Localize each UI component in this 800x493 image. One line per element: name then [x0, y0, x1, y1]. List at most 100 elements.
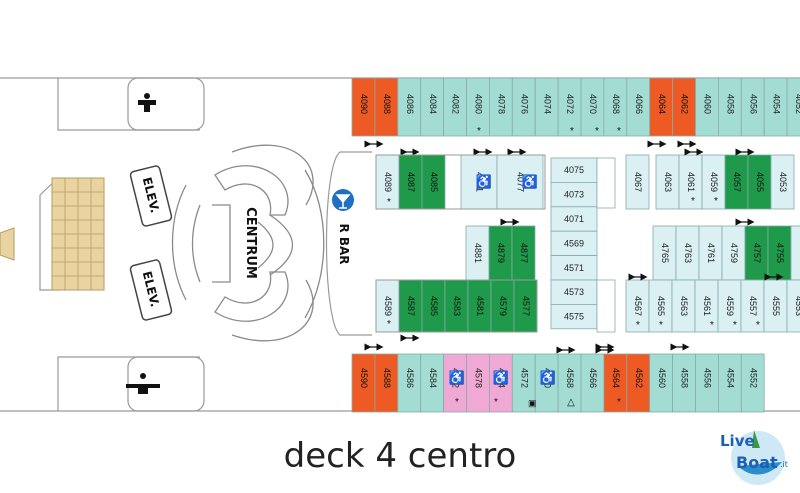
cabin-number: 4575 — [564, 312, 584, 322]
cabin-number: 4563 — [679, 296, 689, 316]
cabin-4067[interactable] — [625, 154, 650, 210]
cabin-4753[interactable] — [790, 225, 800, 281]
block-outline — [375, 154, 546, 210]
cabin-number: 4565 — [656, 296, 666, 316]
triangle-mark: △ — [567, 397, 575, 408]
cabin-4053[interactable] — [770, 154, 795, 210]
cabin-number: 4566 — [588, 368, 598, 388]
service-room — [596, 157, 616, 209]
cabin-number: 4561 — [702, 296, 712, 316]
cabin-number: 4554 — [725, 368, 735, 388]
cabin-number: 4089 — [383, 172, 393, 192]
asterisk-mark: * — [691, 196, 695, 207]
cabin-number: 4071 — [564, 214, 584, 224]
cabin-number: 4881 — [473, 243, 483, 263]
cabin-number: 4590 — [359, 368, 369, 388]
cabin-number: 4568 — [565, 368, 575, 388]
cabin-number: 4765 — [660, 243, 670, 263]
cabin-4575[interactable] — [550, 303, 598, 330]
liveboat-logo: Live Boat .it — [720, 430, 788, 485]
block-outline — [375, 279, 538, 333]
bar-label: R BAR — [337, 223, 351, 264]
cabin-number: 4877 — [519, 243, 529, 263]
wheelchair-icon: ♿ — [522, 174, 538, 189]
asterisk-mark: * — [710, 320, 714, 331]
box-mark: ▣ — [528, 398, 537, 408]
asterisk-mark: * — [659, 320, 663, 331]
r-bar: R BAR — [325, 151, 372, 336]
cabin-number: 4062 — [680, 94, 690, 114]
cabin-number: 4586 — [405, 368, 415, 388]
cabin-number: 4553 — [794, 296, 800, 316]
cabin-4552[interactable] — [740, 353, 765, 413]
cabin-number: 4584 — [428, 368, 438, 388]
cabin-number: 4057 — [732, 172, 742, 192]
cabin-number: 4559 — [725, 296, 735, 316]
cabin-number: 4562 — [634, 368, 644, 388]
cabin-number: 4577 — [521, 296, 531, 316]
cabin-number: 4571 — [564, 263, 584, 273]
asterisk-mark: * — [477, 126, 481, 137]
cabin-number: 4761 — [706, 243, 716, 263]
asterisk-mark: * — [595, 126, 599, 137]
asterisk-mark: * — [636, 320, 640, 331]
asterisk-mark: * — [617, 126, 621, 137]
cabin-4071[interactable] — [550, 206, 598, 232]
cabin-4052[interactable] — [786, 77, 800, 137]
asterisk-mark: * — [387, 197, 391, 208]
asterisk-mark: * — [570, 126, 574, 137]
cabin-number: 4572 — [519, 368, 529, 388]
cabin-number: 4063 — [663, 172, 673, 192]
cabin-number: 4556 — [703, 368, 713, 388]
cabin-number: 4082 — [451, 94, 461, 114]
cabin-number: 4087 — [406, 172, 416, 192]
cabin-number: 4570 — [542, 368, 552, 388]
cabin-4553[interactable] — [786, 279, 800, 333]
asterisk-mark: * — [387, 319, 391, 330]
cabin-number: 4061 — [686, 172, 696, 192]
wheelchair-icon: ♿ — [449, 370, 465, 385]
wheelchair-icon: ♿ — [476, 174, 492, 189]
cabin-number: 4552 — [748, 368, 758, 388]
cabin-4573[interactable] — [550, 279, 598, 305]
asterisk-mark: * — [714, 196, 718, 207]
elevator-upper: ELEV. — [129, 165, 173, 227]
cabin-number: 4759 — [729, 243, 739, 263]
cabin-number: 4052 — [794, 94, 800, 114]
cabin-number: 4086 — [405, 94, 415, 114]
centrum-label: CENTRUM — [243, 207, 258, 279]
cabin-number: 4587 — [406, 296, 416, 316]
elevator-lower: ELEV. — [129, 259, 173, 321]
cabin-number: 4085 — [429, 172, 439, 192]
cabin-number: 4080 — [474, 94, 484, 114]
cabin-number: 4068 — [611, 94, 621, 114]
cabin-number: 4757 — [752, 243, 762, 263]
cabin-number: 4073 — [564, 190, 584, 200]
cabin-number: 4558 — [680, 368, 690, 388]
svg-text:Live: Live — [720, 432, 755, 450]
cabin-number: 4076 — [519, 94, 529, 114]
asterisk-mark: * — [455, 397, 459, 408]
woman-restroom-icon — [126, 373, 160, 394]
cabin-number: 4058 — [725, 94, 735, 114]
wheelchair-icon: ♿ — [540, 370, 556, 385]
asterisk-mark: * — [756, 320, 760, 331]
cabin-4569[interactable] — [550, 230, 598, 256]
cabin-number: 4569 — [564, 238, 584, 248]
svg-text:Boat: Boat — [736, 453, 778, 472]
cabin-number: 4084 — [428, 94, 438, 114]
cabin-number: 4056 — [748, 94, 758, 114]
cabin-number: 4573 — [564, 287, 584, 297]
cabin-number: 4053 — [778, 172, 788, 192]
cabin-number: 4581 — [475, 296, 485, 316]
wheelchair-icon: ♿ — [493, 370, 509, 385]
cabin-number: 4589 — [383, 296, 393, 316]
cabin-number: 4753 — [798, 243, 800, 263]
cabin-number: 4560 — [657, 368, 667, 388]
cabin-number: 4574 — [496, 368, 506, 388]
cabin-4081[interactable] — [460, 154, 498, 210]
man-restroom-icon — [138, 93, 156, 112]
cabin-4077[interactable] — [496, 154, 544, 210]
svg-text:.it: .it — [780, 460, 788, 469]
cabin-number: 4070 — [588, 94, 598, 114]
